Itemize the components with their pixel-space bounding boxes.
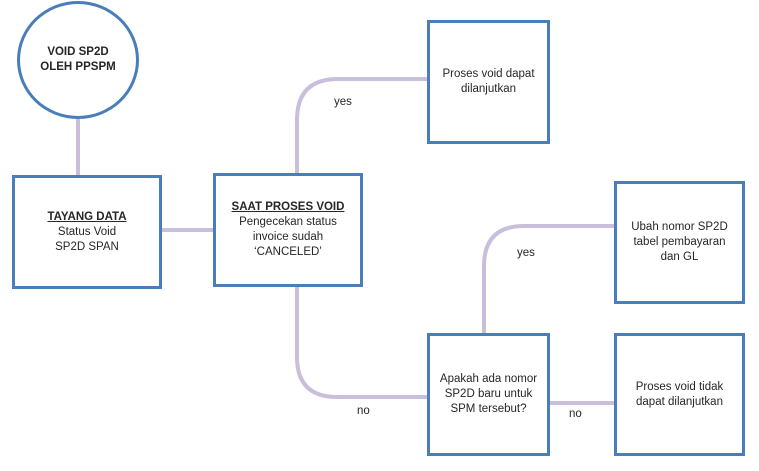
void-lanjut-node: Proses void dapat dilanjutkan [427,20,550,144]
edge-label-saat-no: no [357,405,370,417]
edge-label-apakah-no: no [569,408,582,420]
tayang-data-title: TAYANG DATA [47,210,127,223]
start-line-1: VOID SP2D [47,46,109,58]
start-line-2: OLEH PPSPM [40,61,116,73]
ubah-nomor-line-3: dan GL [660,251,699,263]
void-lanjut-line-2: dilanjutkan [461,83,516,95]
tayang-data-node: TAYANG DATA Status Void SP2D SPAN [12,175,162,289]
ubah-nomor-line-2: tabel pembayaran [633,236,726,248]
saat-proses-line-3: ‘CANCELED’ [254,246,322,258]
connector-apakah-yes [482,224,615,334]
ubah-nomor-node: Ubah nomor SP2D tabel pembayaran dan GL [614,181,745,304]
apakah-line-1: Apakah ada nomor [439,373,538,385]
apakah-line-2: SP2D baru untuk [444,388,533,400]
saat-proses-line-2: invoice sudah [252,231,324,243]
saat-proses-line-1: Pengecekan status [239,216,337,228]
void-lanjut-line-1: Proses void dapat [442,68,535,80]
start-node: VOID SP2D OLEH PPSPM [17,1,139,119]
saat-proses-title: SAAT PROSES VOID [231,201,345,213]
tayang-data-line-1: Status Void [57,225,117,238]
edge-label-apakah-yes: yes [517,247,535,259]
connector-saat-no [295,287,428,399]
edge-label-saat-yes: yes [334,96,352,108]
void-tidak-line-1: Proses void tidak [635,380,724,393]
apakah-line-3: SPM tersebut? [450,403,527,415]
saat-proses-void-node: SAAT PROSES VOID Pengecekan status invoi… [213,173,363,287]
connector-saat-yes [295,77,428,174]
void-tidak-node: Proses void tidak dapat dilanjutkan [614,333,745,456]
ubah-nomor-line-1: Ubah nomor SP2D [631,221,728,233]
apakah-node: Apakah ada nomor SP2D baru untuk SPM ter… [427,333,550,456]
void-tidak-line-2: dapat dilanjutkan [636,395,723,408]
tayang-data-line-2: SP2D SPAN [55,240,119,253]
